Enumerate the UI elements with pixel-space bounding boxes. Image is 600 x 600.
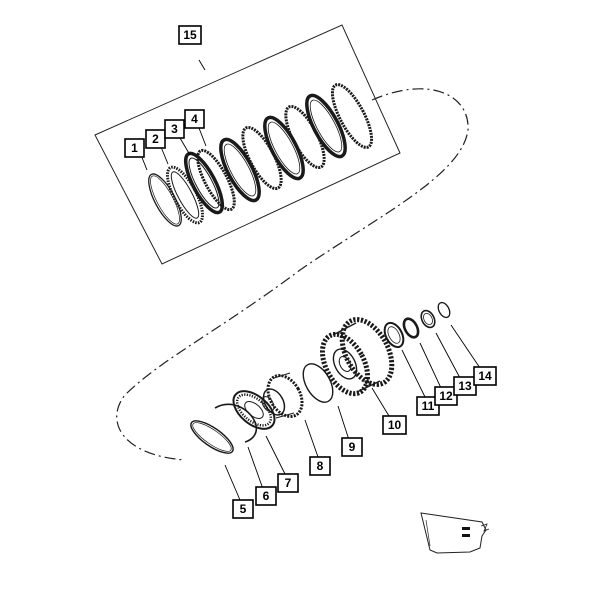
callout-7: 7: [277, 473, 299, 493]
callout-11: 11: [416, 396, 440, 416]
snap-ring-5: [190, 420, 234, 454]
callout-13: 13: [453, 376, 477, 396]
locator-marker-top: [462, 527, 470, 530]
callout-6: 6: [255, 486, 277, 506]
retaining-ring-6: [214, 403, 258, 443]
svg-text:6: 6: [263, 489, 270, 503]
clutch-plate-3: [183, 151, 225, 215]
svg-text:13: 13: [458, 379, 472, 393]
locator-thumbnail: [420, 512, 490, 554]
callout-2: 2: [145, 129, 166, 149]
locator-marker-bottom: [462, 534, 470, 537]
bearing-13: [420, 309, 436, 329]
svg-text:4: 4: [191, 112, 198, 126]
snap-ring-14: [437, 301, 451, 319]
callout-5: 5: [232, 499, 254, 519]
svg-text:10: 10: [388, 418, 402, 432]
svg-text:8: 8: [317, 459, 324, 473]
callout-9: 9: [341, 437, 363, 457]
routing-dashdot-line: [116, 88, 469, 461]
kit-group-outline: [94, 24, 401, 265]
clutch-drum-10: [319, 317, 395, 397]
svg-text:2: 2: [152, 132, 159, 146]
callout-3: 3: [164, 119, 185, 139]
seal-12: [402, 317, 420, 339]
svg-text:9: 9: [349, 440, 356, 454]
svg-text:1: 1: [131, 141, 138, 155]
svg-text:11: 11: [422, 399, 435, 413]
svg-text:3: 3: [171, 122, 178, 136]
callout-8: 8: [309, 456, 331, 476]
clutch-plate-stack: [219, 83, 374, 203]
svg-text:5: 5: [240, 502, 247, 516]
callout-15: 15: [178, 25, 202, 45]
callout-14: 14: [473, 366, 497, 386]
thrust-washer-11: [383, 321, 405, 349]
hub-8: [261, 372, 304, 419]
callout-12: 12: [434, 386, 458, 406]
clutch-plate-4: [196, 148, 236, 212]
svg-text:14: 14: [478, 369, 492, 383]
svg-text:7: 7: [285, 476, 292, 490]
svg-text:12: 12: [439, 389, 453, 403]
callout-1: 1: [124, 138, 145, 158]
callout-4: 4: [184, 109, 205, 129]
callout-10: 10: [382, 415, 407, 435]
svg-text:15: 15: [183, 28, 197, 42]
snap-ring-1: [148, 173, 182, 227]
